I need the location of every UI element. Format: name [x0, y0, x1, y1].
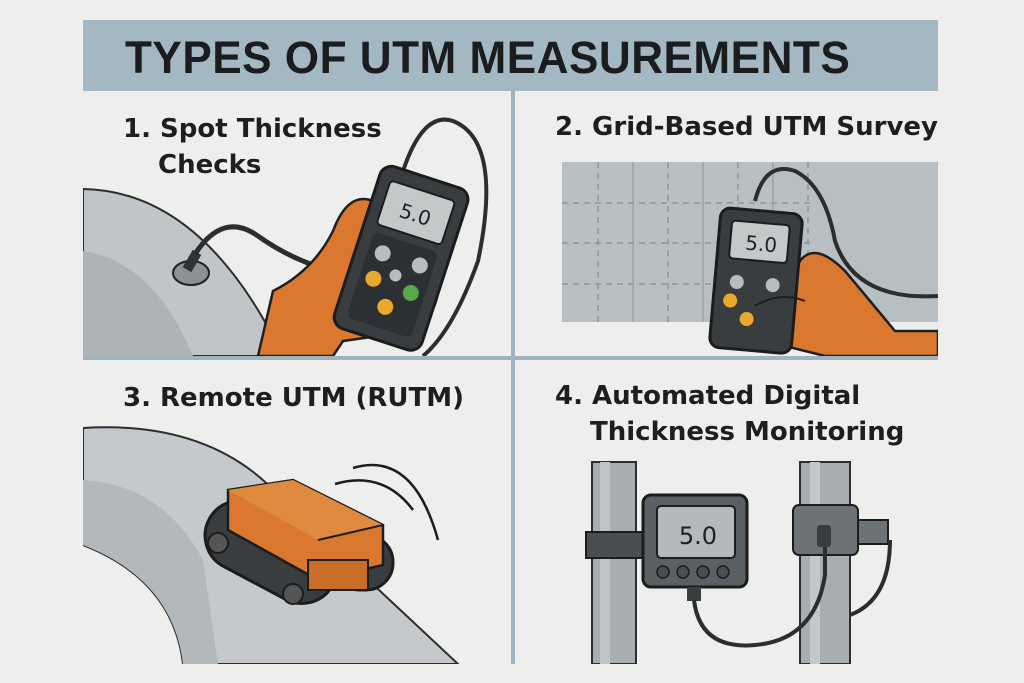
display-reading: 5.0 — [744, 231, 778, 258]
panel-remote-utm: 3. Remote UTM (RUTM) — [83, 360, 511, 664]
panel-automated-monitoring: 5.0 4. Automated Digital Thickness Monit… — [515, 360, 938, 664]
pipe-left — [591, 461, 637, 664]
panel-title: 4. Automated Digital Thickness Monitorin… — [555, 381, 905, 447]
panel-grid-based-surveys: 5.0 2. Grid-Based UTM Surveys — [515, 91, 938, 356]
gauge-device-icon: 5.0 — [708, 206, 804, 355]
panel-title: 2. Grid-Based UTM Surveys — [555, 112, 938, 142]
crawler-robot-illustration — [83, 426, 460, 664]
page-title: TYPES OF UTM MEASUREMENTS — [125, 32, 851, 83]
crawler-robot-icon — [203, 478, 395, 605]
handheld-gauge-illustration: 5.0 — [83, 117, 489, 356]
automated-monitor-illustration: 5.0 — [585, 461, 892, 664]
sensor-cable — [692, 535, 827, 648]
thickness-monitor-icon: 5.0 — [641, 493, 749, 601]
grid-survey-illustration: 5.0 — [562, 162, 938, 356]
panel-spot-thickness-checks: 5.0 1. Spot Thickness Checks — [83, 91, 511, 356]
vertical-divider — [511, 91, 515, 664]
panel-title: 3. Remote UTM (RUTM) — [123, 383, 465, 413]
title-banner: TYPES OF UTM MEASUREMENTS — [83, 20, 938, 91]
panel-title: 1. Spot Thickness Checks — [123, 114, 382, 180]
horizontal-divider — [83, 356, 938, 360]
signal-wave-icon — [334, 479, 414, 511]
display-reading: 5.0 — [679, 522, 717, 550]
gauge-device-icon: 5.0 — [332, 164, 470, 352]
